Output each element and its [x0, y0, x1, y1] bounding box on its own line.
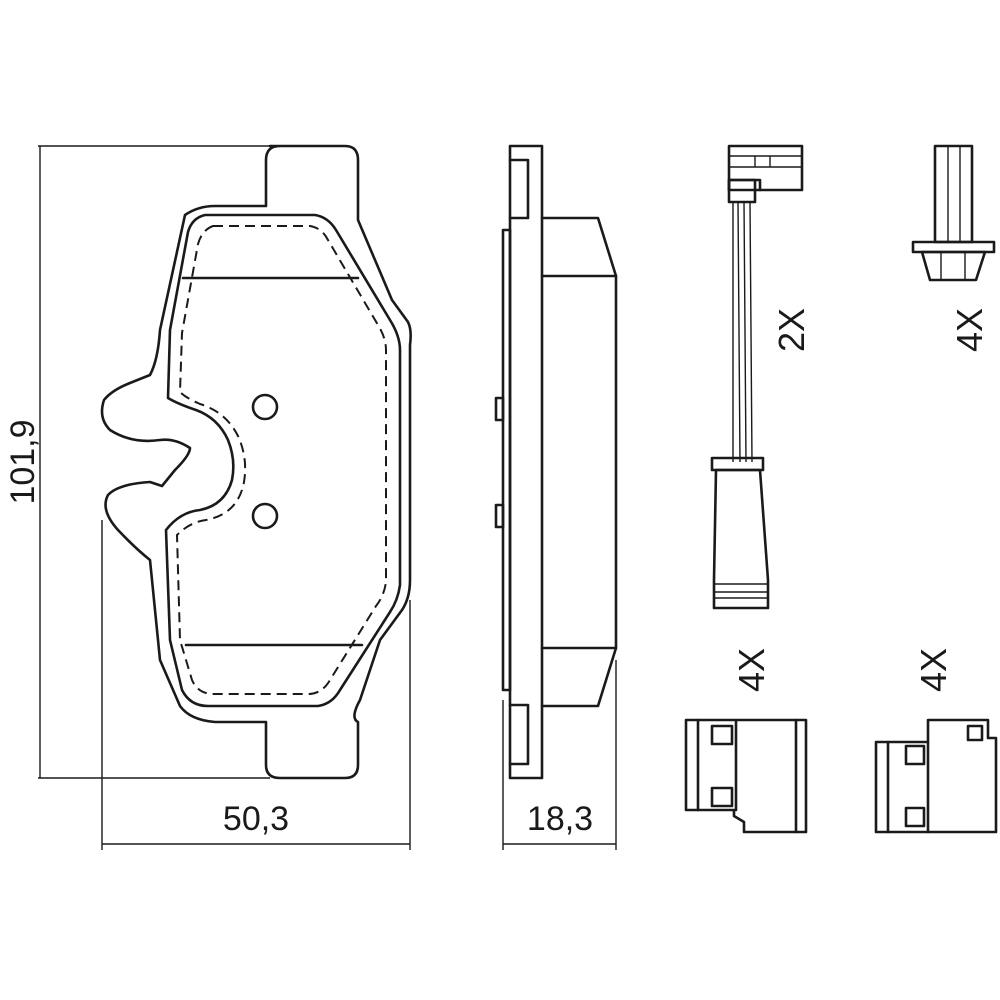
mounting-hole-upper — [251, 393, 279, 421]
brake-pad-front-view — [100, 144, 412, 780]
clip-right-quantity: 4X — [913, 648, 954, 692]
backing-plate-outline — [100, 144, 412, 780]
brake-pad-side-view — [494, 144, 618, 780]
bolt-quantity: 4X — [949, 308, 990, 352]
clip-left: 4X — [684, 648, 808, 834]
mounting-bolt: 4X — [911, 144, 996, 352]
mounting-hole-lower — [251, 502, 279, 530]
width-dimension-label: 50,3 — [223, 800, 289, 838]
wear-sensor: 2X — [710, 144, 812, 610]
width-dimension: 50,3 — [101, 520, 411, 850]
friction-material-outline — [164, 213, 402, 708]
thickness-dimension: 18,3 — [502, 660, 617, 850]
wear-limit-dashed-outline — [175, 225, 387, 695]
thickness-dimension-label: 18,3 — [527, 800, 593, 838]
clip-right: 4X — [874, 648, 998, 834]
wear-sensor-quantity: 2X — [771, 308, 812, 352]
height-dimension: 101,9 — [4, 145, 270, 779]
height-dimension-label: 101,9 — [4, 419, 42, 504]
clip-left-quantity: 4X — [731, 648, 772, 692]
